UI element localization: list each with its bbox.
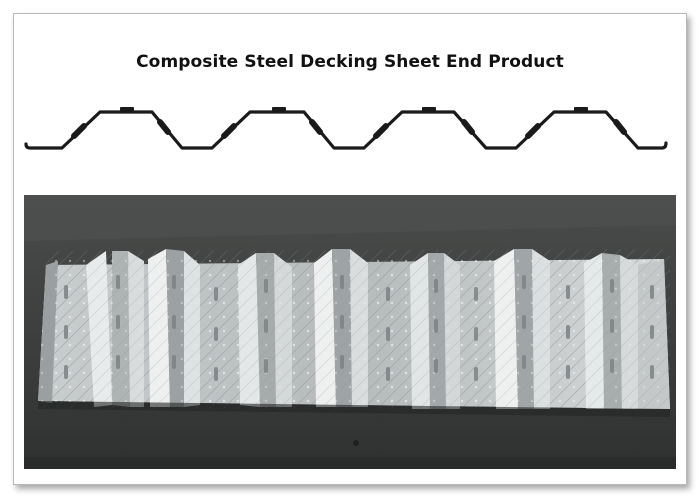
decking-sheet-photo <box>24 195 676 469</box>
deck-profile-drawing <box>24 107 668 150</box>
page-title: Composite Steel Decking Sheet End Produc… <box>136 52 564 72</box>
image-frame: Composite Steel Decking Sheet End Produc… <box>13 13 687 485</box>
